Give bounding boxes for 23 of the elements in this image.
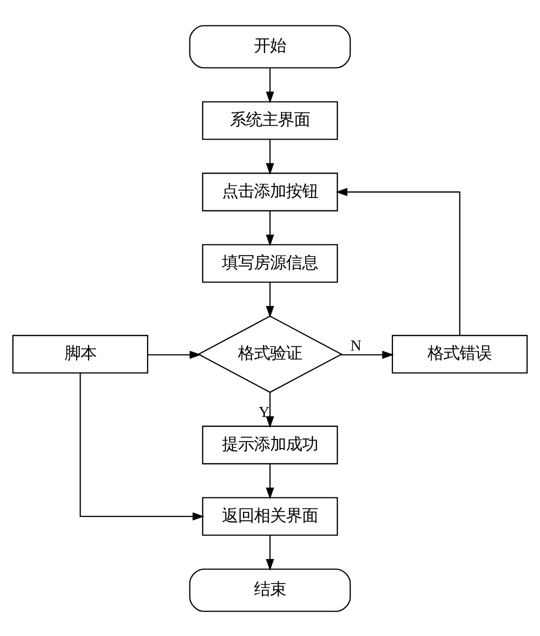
node-box: 返回相关界面	[202, 496, 338, 536]
arrow	[340, 350, 394, 358]
node-box: 提示添加成功	[202, 425, 338, 464]
node-box: 系统主界面	[202, 100, 338, 140]
arrow	[266, 210, 274, 246]
arrow	[266, 138, 274, 174]
node-diamond: 格式验证	[197, 315, 343, 392]
node-box: 结束	[189, 568, 351, 612]
edge-label: N	[350, 337, 362, 354]
arrow	[266, 534, 274, 570]
arrow	[266, 68, 274, 103]
node-box: 格式错误	[392, 334, 528, 374]
arrow	[266, 392, 274, 428]
node-box: 开始	[189, 24, 351, 68]
edge-label: Y	[258, 403, 270, 420]
arrow	[80, 372, 204, 520]
arrow	[336, 187, 460, 335]
node-box: 点击添加按钮	[202, 172, 338, 211]
arrow	[148, 350, 202, 358]
node-box: 填写房源信息	[202, 244, 338, 282]
arrow	[266, 463, 274, 499]
node-box: 脚本	[12, 334, 148, 374]
arrow	[266, 282, 274, 318]
